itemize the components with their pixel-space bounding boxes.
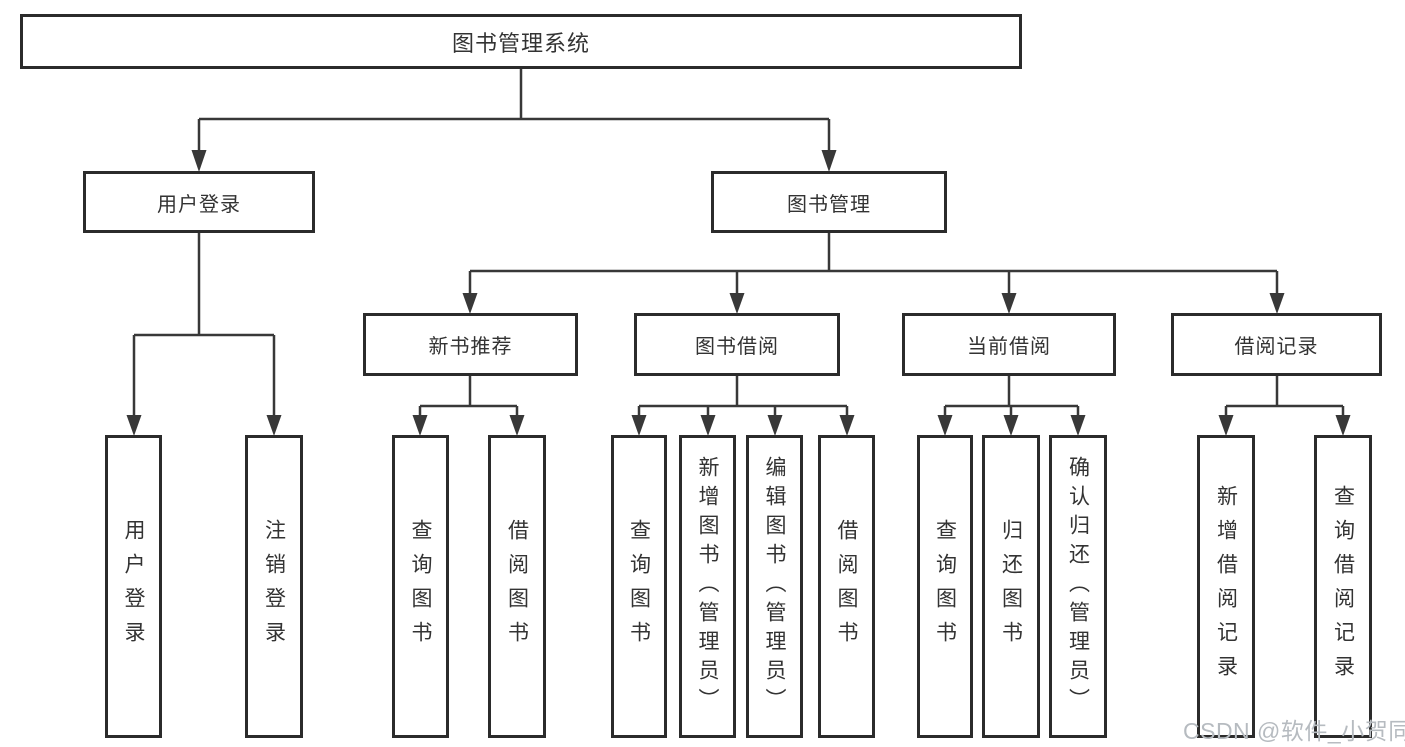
leaf-current-confirm-return-admin: 确认归还（管理员） [1049, 435, 1107, 738]
leaf-logout-label: 注销登录 [262, 518, 286, 655]
arrow-down-icon [266, 415, 282, 436]
leaf-borrowing-query-books-label: 查询图书 [627, 518, 651, 655]
connector-book-management [468, 233, 1279, 296]
node-new-book-recommend: 新书推荐 [363, 313, 578, 376]
node-book-borrowing-label: 图书借阅 [695, 336, 779, 358]
node-new-book-recommend-label: 新书推荐 [428, 336, 513, 358]
arrow-down-icon [126, 415, 142, 436]
connector-root [197, 69, 831, 154]
arrow-down-icon [412, 415, 428, 436]
node-book-borrowing: 图书借阅 [634, 313, 840, 376]
leaf-borrowing-add-books-admin-label: 新增图书（管理员） [696, 456, 719, 717]
leaf-borrowing-borrow-books: 借阅图书 [818, 435, 875, 738]
arrow-down-icon [1001, 293, 1017, 314]
leaf-recommend-borrow-books-label: 借阅图书 [505, 518, 529, 655]
arrow-down-icon [729, 293, 745, 314]
node-current-borrowing: 当前借阅 [902, 313, 1116, 376]
leaf-user-login-label: 用户登录 [122, 518, 145, 655]
arrow-down-icon [191, 150, 207, 172]
node-book-management: 图书管理 [711, 171, 947, 233]
node-user-login-label: 用户登录 [157, 193, 241, 216]
connector-current-borrowing [943, 376, 1080, 419]
leaf-current-return-books-label: 归还图书 [999, 518, 1023, 655]
leaf-borrowing-query-books: 查询图书 [611, 435, 667, 738]
arrow-down-icon [821, 150, 837, 172]
leaf-logout: 注销登录 [245, 435, 303, 738]
arrow-down-icon [462, 293, 478, 314]
leaf-borrowing-add-books-admin: 新增图书（管理员） [679, 435, 736, 738]
leaf-records-query-record-label: 查询借阅记录 [1331, 484, 1355, 689]
connector-new-book-recommend [418, 376, 519, 419]
connector-user-login [132, 233, 276, 418]
leaf-current-return-books: 归还图书 [982, 435, 1040, 738]
node-borrowing-records-label: 借阅记录 [1234, 336, 1319, 358]
arrow-down-icon [937, 415, 953, 436]
leaf-borrowing-borrow-books-label: 借阅图书 [835, 518, 858, 655]
leaf-recommend-query-books-label: 查询图书 [409, 518, 432, 655]
leaf-recommend-query-books: 查询图书 [392, 435, 449, 738]
arrow-down-icon [700, 415, 716, 436]
arrow-down-icon [1218, 415, 1234, 436]
leaf-current-query-books: 查询图书 [917, 435, 973, 738]
arrow-down-icon [1269, 293, 1285, 314]
leaf-current-confirm-return-admin-label: 确认归还（管理员） [1066, 456, 1090, 717]
node-book-management-label: 图书管理 [787, 193, 871, 216]
leaf-user-login: 用户登录 [105, 435, 162, 738]
arrow-down-icon [839, 415, 855, 436]
leaf-records-add-record-label: 新增借阅记录 [1214, 484, 1238, 689]
connector-book-borrowing [637, 376, 849, 419]
leaf-recommend-borrow-books: 借阅图书 [488, 435, 546, 738]
node-root: 图书管理系统 [20, 14, 1022, 69]
node-current-borrowing-label: 当前借阅 [967, 336, 1051, 358]
arrow-down-icon [1003, 415, 1019, 436]
leaf-borrowing-edit-books-admin: 编辑图书（管理员） [746, 435, 803, 738]
node-root-label: 图书管理系统 [451, 30, 590, 56]
arrow-down-icon [509, 415, 525, 436]
arrow-down-icon [1335, 415, 1351, 436]
leaf-current-query-books-label: 查询图书 [933, 518, 957, 655]
arrow-down-icon [631, 415, 647, 436]
arrow-down-icon [1070, 415, 1086, 436]
leaf-borrowing-edit-books-admin-label: 编辑图书（管理员） [763, 456, 786, 717]
node-user-login: 用户登录 [83, 171, 315, 233]
connector-borrowing-records [1224, 376, 1345, 419]
leaf-records-query-record: 查询借阅记录 [1314, 435, 1372, 738]
node-borrowing-records: 借阅记录 [1171, 313, 1382, 376]
leaf-records-add-record: 新增借阅记录 [1197, 435, 1255, 738]
watermark: CSDN @软件_小贺同学 [1183, 718, 1405, 744]
arrow-down-icon [767, 415, 783, 436]
